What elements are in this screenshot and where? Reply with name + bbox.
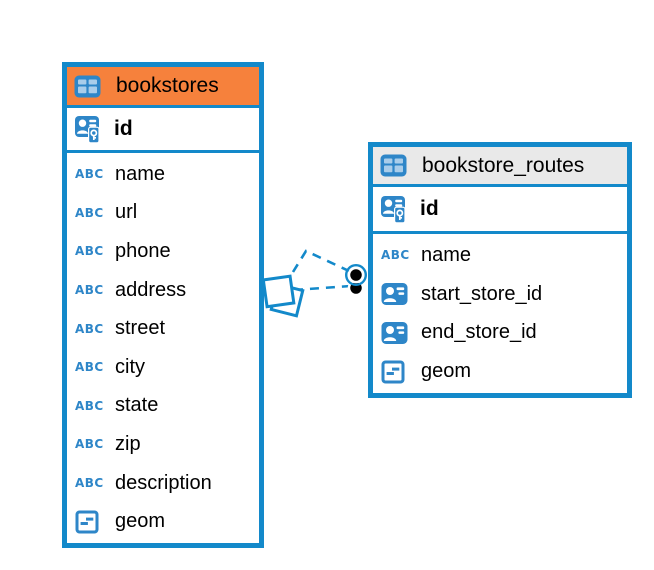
table-row[interactable]: ABC address bbox=[67, 271, 259, 310]
field-label: geom bbox=[421, 360, 472, 383]
field-label: address bbox=[115, 278, 187, 301]
geometry-type-icon bbox=[381, 360, 415, 384]
pk-field-label: id bbox=[114, 117, 133, 140]
text-type-icon: ABC bbox=[75, 282, 104, 298]
relationship-squares-marker[interactable] bbox=[261, 274, 305, 318]
table-row[interactable]: ABC name bbox=[67, 155, 259, 194]
field-list: ABC name start_store_id bbox=[373, 234, 627, 393]
field-label: name bbox=[421, 243, 472, 266]
table-row[interactable]: ABC street bbox=[67, 309, 259, 348]
table-row[interactable]: ABC name bbox=[373, 236, 627, 275]
table-title: bookstores bbox=[116, 74, 219, 97]
field-label: state bbox=[115, 394, 159, 417]
field-label: phone bbox=[115, 239, 171, 262]
table-row[interactable]: ABC city bbox=[67, 348, 259, 387]
table-row[interactable]: ABC zip bbox=[67, 425, 259, 464]
table-title: bookstore_routes bbox=[422, 153, 585, 177]
field-label: name bbox=[115, 162, 166, 185]
field-label: end_store_id bbox=[421, 321, 537, 344]
field-label: url bbox=[115, 201, 138, 224]
text-type-icon: ABC bbox=[75, 166, 104, 182]
text-type-icon: ABC bbox=[75, 437, 104, 452]
relationship-line-start-store[interactable] bbox=[291, 249, 350, 273]
table-row-pk[interactable]: id bbox=[67, 108, 259, 153]
table-row-pk[interactable]: id bbox=[373, 187, 627, 234]
field-label: zip bbox=[115, 432, 141, 455]
table-row[interactable]: end_store_id bbox=[373, 314, 627, 353]
table-row[interactable]: ABC state bbox=[67, 387, 259, 426]
relationship-line-end-store[interactable] bbox=[293, 284, 352, 292]
geometry-type-icon bbox=[75, 510, 109, 534]
primary-key-icon bbox=[380, 194, 414, 224]
entity-table-bookstore-routes[interactable]: bookstore_routes id ABC name bbox=[368, 142, 632, 398]
text-type-icon: ABC bbox=[75, 398, 104, 414]
text-type-icon: ABC bbox=[75, 475, 104, 491]
table-row[interactable]: ABC url bbox=[67, 194, 259, 233]
table-row[interactable]: ABC phone bbox=[67, 232, 259, 271]
field-label: description bbox=[115, 471, 212, 494]
field-label: start_store_id bbox=[421, 282, 543, 305]
entity-table-bookstores[interactable]: bookstores id ABC name bbox=[62, 62, 264, 548]
table-row[interactable]: start_store_id bbox=[373, 275, 627, 314]
primary-key-icon bbox=[74, 114, 108, 144]
foreign-key-icon bbox=[381, 321, 415, 345]
text-type-icon: ABC bbox=[381, 248, 410, 263]
field-label: geom bbox=[115, 510, 166, 533]
text-type-icon: ABC bbox=[75, 321, 104, 337]
field-label: city bbox=[115, 355, 145, 378]
table-row[interactable]: geom bbox=[67, 502, 259, 541]
text-type-icon: ABC bbox=[75, 359, 104, 375]
field-label: street bbox=[115, 317, 166, 340]
field-list: ABC name ABC url ABC phone ABC address A… bbox=[67, 153, 259, 543]
table-header-bookstores[interactable]: bookstores bbox=[67, 67, 259, 108]
text-type-icon: ABC bbox=[75, 244, 104, 259]
table-header-bookstore-routes[interactable]: bookstore_routes bbox=[373, 147, 627, 187]
pk-field-label: id bbox=[420, 197, 439, 220]
table-row[interactable]: geom bbox=[373, 352, 627, 391]
text-type-icon: ABC bbox=[75, 205, 104, 221]
relationship-dot-markers[interactable] bbox=[345, 264, 368, 297]
foreign-key-icon bbox=[381, 282, 415, 306]
table-icon bbox=[74, 75, 108, 98]
table-icon bbox=[380, 154, 414, 177]
table-row[interactable]: ABC description bbox=[67, 464, 259, 503]
